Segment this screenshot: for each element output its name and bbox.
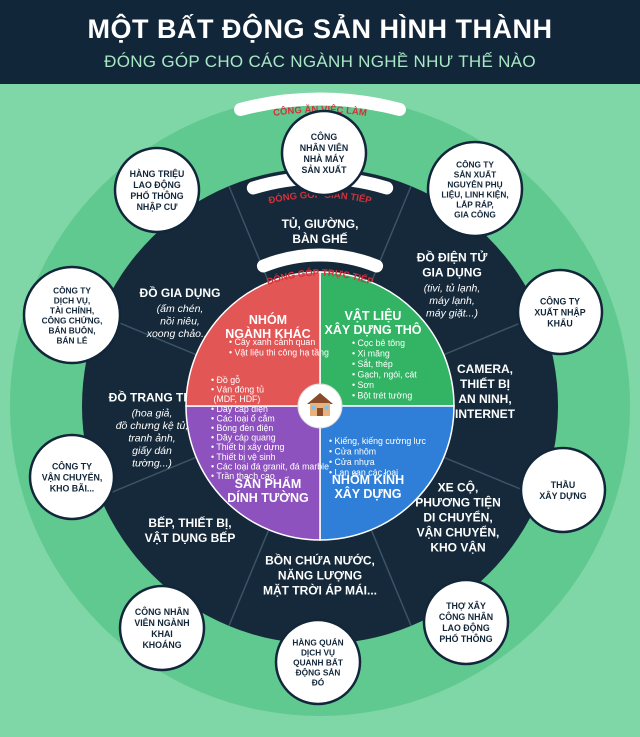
ring-label-jobs-bg: [234, 92, 406, 116]
indirect-segment-title: TỦ, GIƯỜNG,BÀN GHẾ: [282, 216, 359, 246]
indirect-segment-title: ĐỒ GIA DỤNG: [140, 285, 221, 300]
direct-segment-items: • Cây xanh cảnh quan• Vật liệu thi công …: [229, 337, 329, 358]
indirect-segment-note: (tivi, tủ lạnh,máy lạnh,máy giặt...): [424, 282, 481, 319]
direct-segment-items: • Cọc bê tông• Xi măng• Sắt, thép• Gạch,…: [352, 338, 417, 401]
indirect-segment-title: ĐỒ TRANG TRÍ: [109, 389, 196, 404]
segment-divider: [370, 529, 412, 627]
indirect-segment-title: BẾP, THIẾT BỊ,VẬT DỤNG BẾP: [145, 515, 236, 545]
direct-segment-items: • Kiếng, kiếng cường lực• Cửa nhôm• Cửa …: [329, 436, 427, 478]
quadrant-aluminium-glass: [319, 405, 455, 541]
indirect-segment-note: (ấm chén,nồi niêu,xoong chảo...): [146, 303, 214, 340]
segment-divider: [228, 529, 270, 627]
quadrant-wall-products: [185, 405, 321, 541]
house-icon: [307, 393, 333, 416]
quadrant-building-materials: [319, 271, 455, 407]
indirect-segment-note: (hoa giả,đồ chưng kệ tủ,tranh ảnh,giấy d…: [116, 407, 189, 469]
direct-segment-items: • Đồ gỗ• Ván đóng tủ (MDF, HDF)• Dây cáp…: [211, 375, 329, 481]
page-subtitle: ĐÓNG GÓP CHO CÁC NGÀNH NGHỀ NHƯ THẾ NÀO: [104, 52, 536, 71]
header: MỘT BẤT ĐỘNG SẢN HÌNH THÀNH ĐÓNG GÓP CHO…: [0, 0, 640, 84]
segment-divider: [99, 456, 197, 498]
ring-label-indirect: ĐÓNG GÓP GIÁN TIẾP: [268, 189, 374, 207]
ring-label-direct-bg: [256, 248, 384, 273]
page-title: MỘT BẤT ĐỘNG SẢN HÌNH THÀNH: [87, 14, 553, 44]
quadrant-other-industries: [185, 271, 321, 407]
